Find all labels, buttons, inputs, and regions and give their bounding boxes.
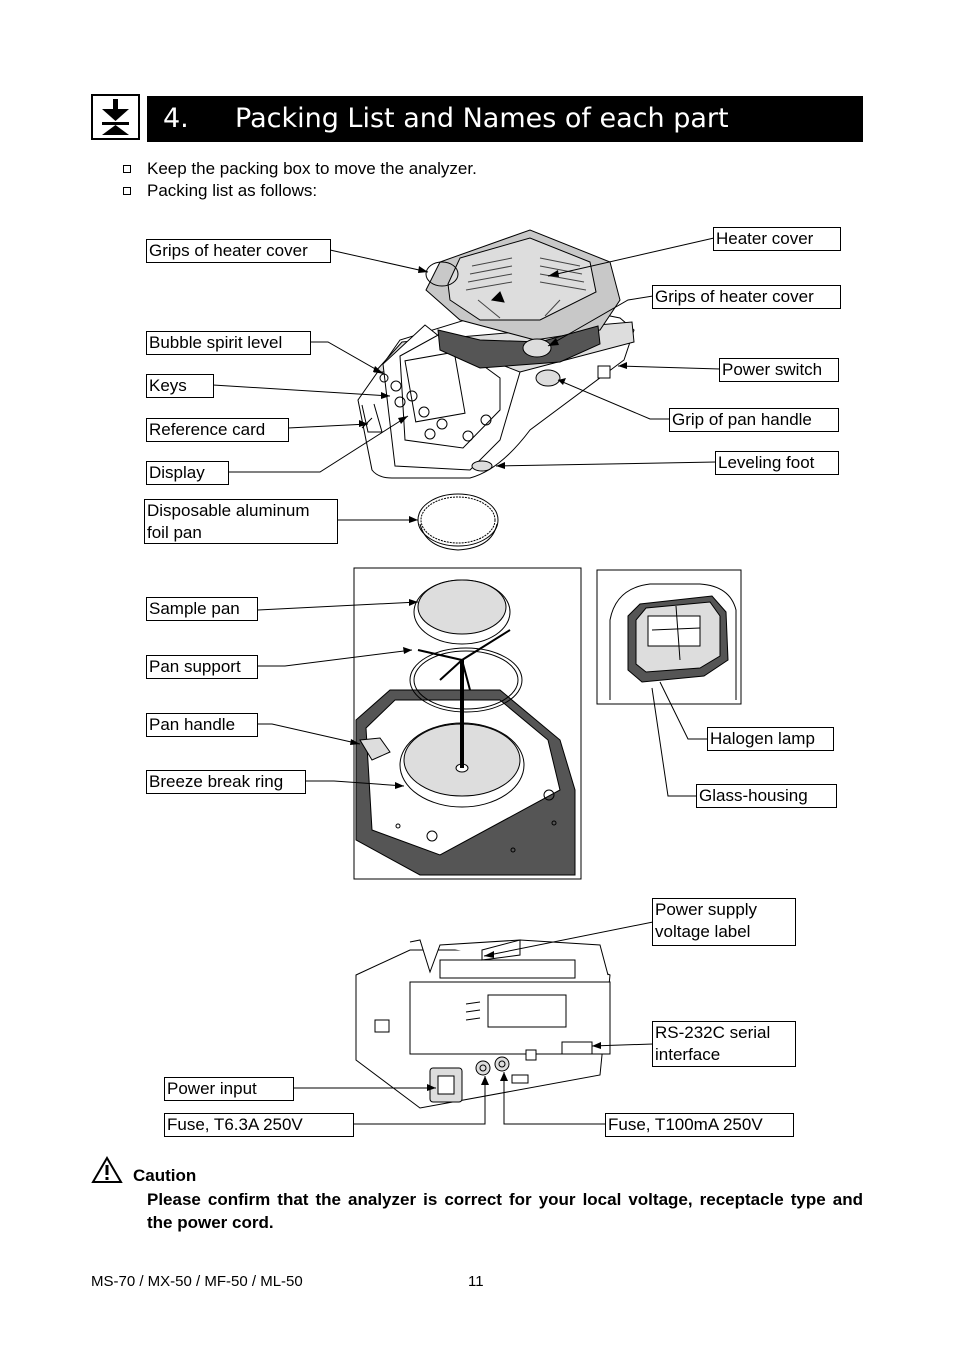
- section-number: 4.: [163, 103, 189, 134]
- rear-panel-illustration: [355, 939, 611, 1109]
- label-grips-heater-cover-right: Grips of heater cover: [652, 285, 841, 309]
- section-title: Packing List and Names of each part: [235, 103, 729, 134]
- bullet-item: Packing list as follows:: [123, 180, 317, 202]
- halogen-lamp-illustration: [609, 583, 737, 700]
- page-number: 11: [468, 1273, 484, 1290]
- label-glass-housing: Glass-housing: [696, 784, 837, 808]
- label-power-input: Power input: [164, 1077, 294, 1101]
- halogen-lamp-frame: [596, 569, 742, 705]
- leader-lines: [212, 237, 721, 1125]
- bullet-item: Keep the packing box to move the analyze…: [123, 158, 477, 180]
- sample-pan-frame: [353, 567, 582, 880]
- caution-body: Please confirm that the analyzer is corr…: [147, 1190, 863, 1232]
- label-halogen-lamp: Halogen lamp: [707, 727, 834, 751]
- foil-pan-illustration: [417, 493, 499, 551]
- label-display: Display: [146, 461, 229, 485]
- analyzer-illustration: [357, 229, 635, 479]
- label-heater-cover: Heater cover: [713, 227, 841, 251]
- label-reference-card: Reference card: [146, 418, 289, 442]
- section-arrow-icon: [91, 94, 140, 140]
- label-power-supply-voltage: Power supply voltage label: [652, 898, 796, 946]
- label-fuse-left: Fuse, T6.3A 250V: [164, 1113, 354, 1137]
- label-power-switch: Power switch: [719, 358, 839, 382]
- label-sample-pan: Sample pan: [146, 597, 258, 621]
- sample-pan-illustration: [355, 579, 576, 876]
- label-rs232c: RS-232C serial interface: [652, 1021, 796, 1067]
- label-pan-support: Pan support: [146, 655, 258, 679]
- label-breeze-break-ring: Breeze break ring: [146, 770, 306, 794]
- section-title-bar: 4. Packing List and Names of each part: [147, 96, 863, 142]
- label-bubble-spirit-level: Bubble spirit level: [146, 331, 311, 355]
- label-keys: Keys: [146, 374, 214, 398]
- footer-models: MS-70 / MX-50 / MF-50 / ML-50: [91, 1273, 303, 1290]
- bullet-square-icon: [123, 165, 131, 173]
- label-fuse-right: Fuse, T100mA 250V: [605, 1113, 794, 1137]
- caution-title: Caution: [133, 1166, 197, 1185]
- bullet-square-icon: [123, 187, 131, 195]
- label-pan-handle: Pan handle: [146, 713, 258, 737]
- label-disposable-pan: Disposable aluminum foil pan: [144, 499, 338, 544]
- label-grip-pan-handle: Grip of pan handle: [669, 408, 839, 432]
- label-leveling-foot: Leveling foot: [715, 451, 839, 475]
- label-grips-heater-cover-left: Grips of heater cover: [146, 239, 331, 263]
- warning-triangle-icon: [91, 1156, 123, 1189]
